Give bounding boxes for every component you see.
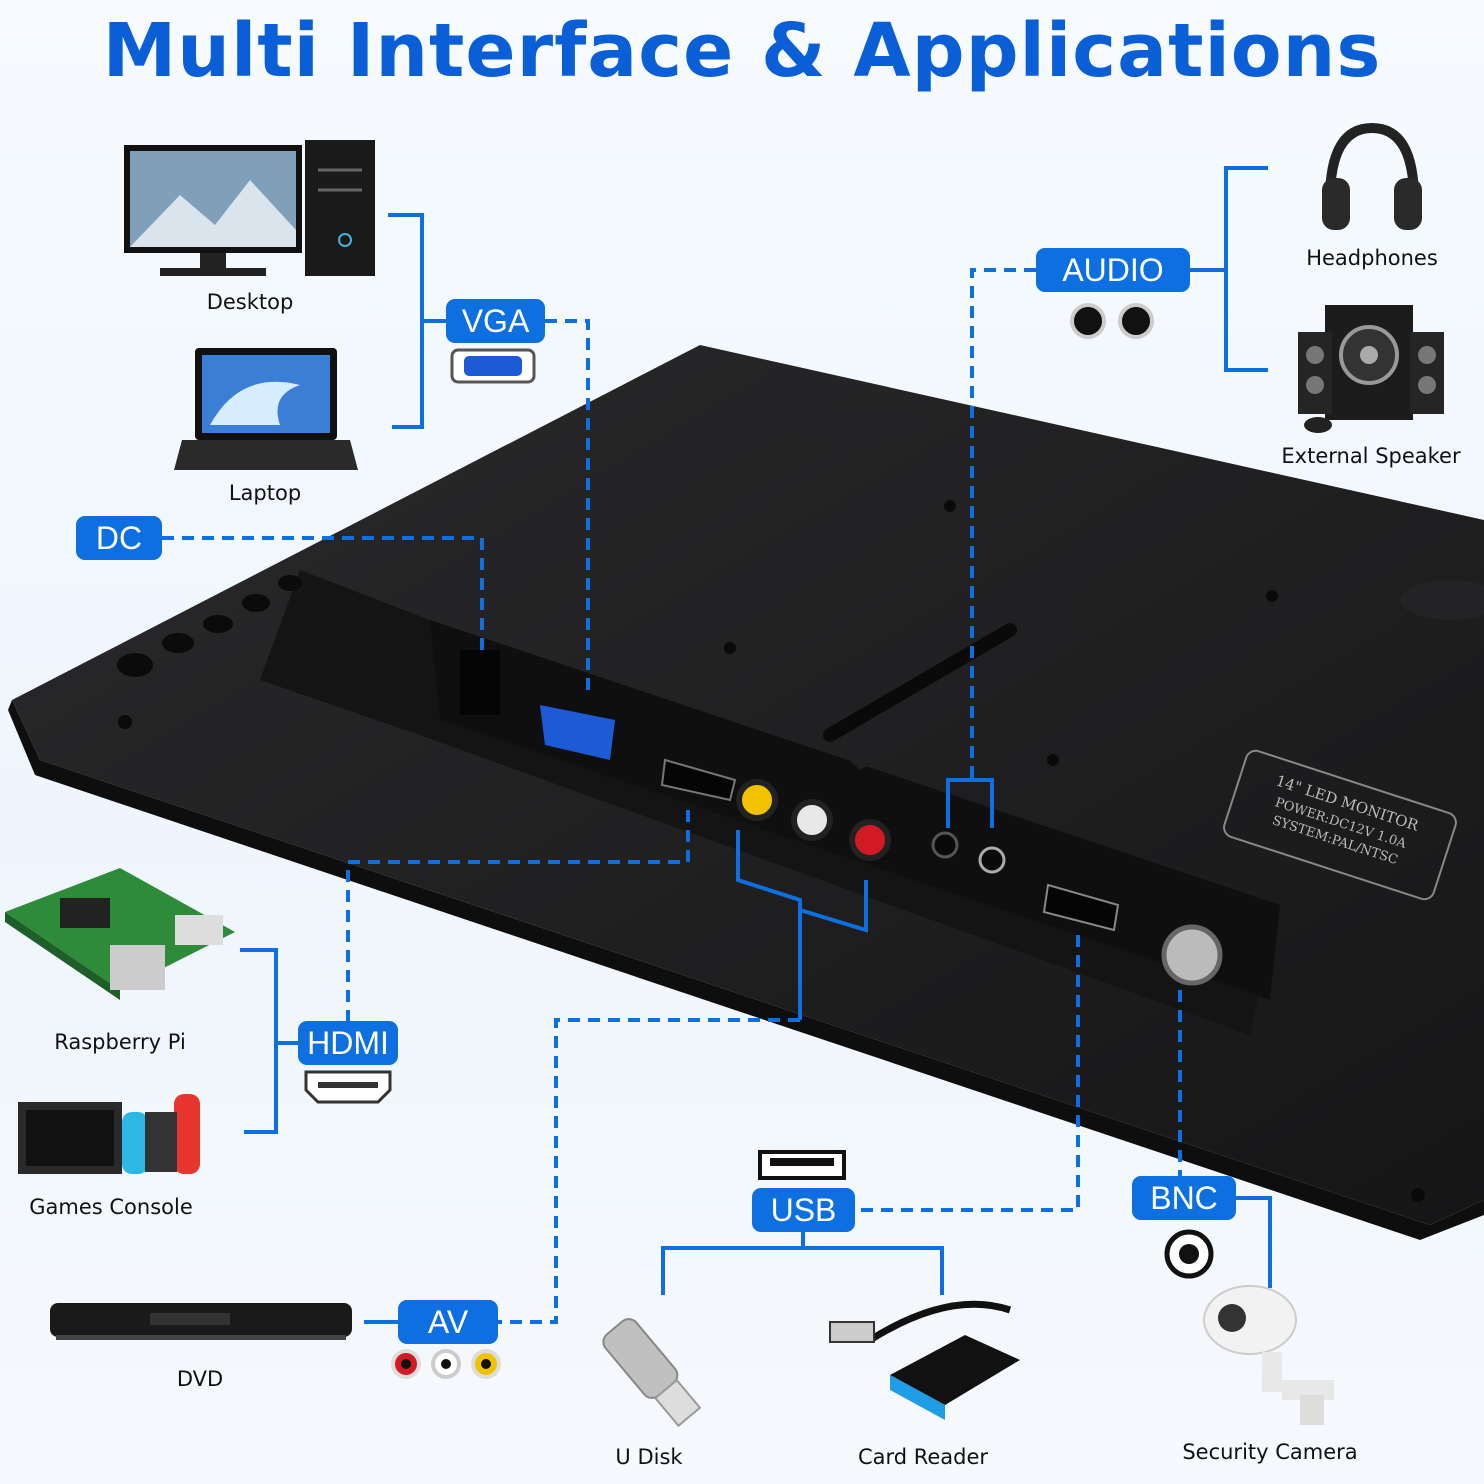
desktop-icon	[124, 140, 375, 276]
dc-port	[460, 650, 500, 715]
vga-label: VGA	[446, 299, 545, 343]
external-speaker-caption: External Speaker	[1281, 444, 1461, 468]
audio-jack-icons	[1070, 303, 1154, 339]
av-red-port	[849, 819, 891, 861]
security-camera-icon	[1203, 1285, 1334, 1425]
hdmi-connector-icon	[304, 1070, 392, 1104]
card-reader-icon	[829, 1300, 1020, 1420]
raspberry-pi-caption: Raspberry Pi	[54, 1030, 186, 1054]
monitor-back: 14" LED MONITOR POWER:DC12V 1.0A SYSTEM:…	[8, 345, 1484, 1240]
vga-connector-icon	[450, 348, 536, 384]
usb-port	[1042, 883, 1120, 932]
usb-label: USB	[752, 1188, 855, 1232]
av-label: AV	[398, 1300, 498, 1344]
dvd-caption: DVD	[176, 1367, 224, 1391]
games-console-caption: Games Console	[29, 1195, 193, 1219]
headphones-icon	[1322, 122, 1422, 230]
audio-port-2	[978, 846, 1006, 874]
hdmi-port	[660, 758, 737, 802]
connector-lines	[162, 166, 1272, 1324]
vga-port	[540, 705, 615, 760]
audio-port-1	[931, 831, 959, 859]
card-reader-caption: Card Reader	[857, 1445, 989, 1469]
hdmi-label: HDMI	[298, 1021, 398, 1065]
av-connector-icons	[391, 1349, 501, 1379]
dvd-player-icon	[50, 1303, 352, 1340]
security-camera-caption: Security Camera	[1182, 1440, 1358, 1464]
bnc-port	[1161, 924, 1223, 986]
u-disk-caption: U Disk	[615, 1445, 683, 1469]
usb-connector-icon	[758, 1150, 846, 1180]
bnc-label: BNC	[1132, 1176, 1236, 1220]
audio-label: AUDIO	[1036, 248, 1190, 292]
av-white-port	[791, 799, 833, 841]
dc-label: DC	[76, 516, 162, 560]
page-title: Multi Interface & Applications	[102, 8, 1382, 94]
raspberry-pi-icon	[5, 868, 235, 1000]
external-speaker-icon	[1298, 305, 1444, 433]
laptop-icon	[174, 348, 358, 470]
bnc-connector-icon	[1164, 1229, 1214, 1279]
u-disk-icon	[602, 1318, 702, 1428]
headphones-caption: Headphones	[1306, 246, 1438, 270]
av-yellow-port	[736, 779, 778, 821]
desktop-caption: Desktop	[206, 290, 294, 314]
games-console-icon	[18, 1094, 200, 1174]
laptop-caption: Laptop	[228, 481, 302, 505]
